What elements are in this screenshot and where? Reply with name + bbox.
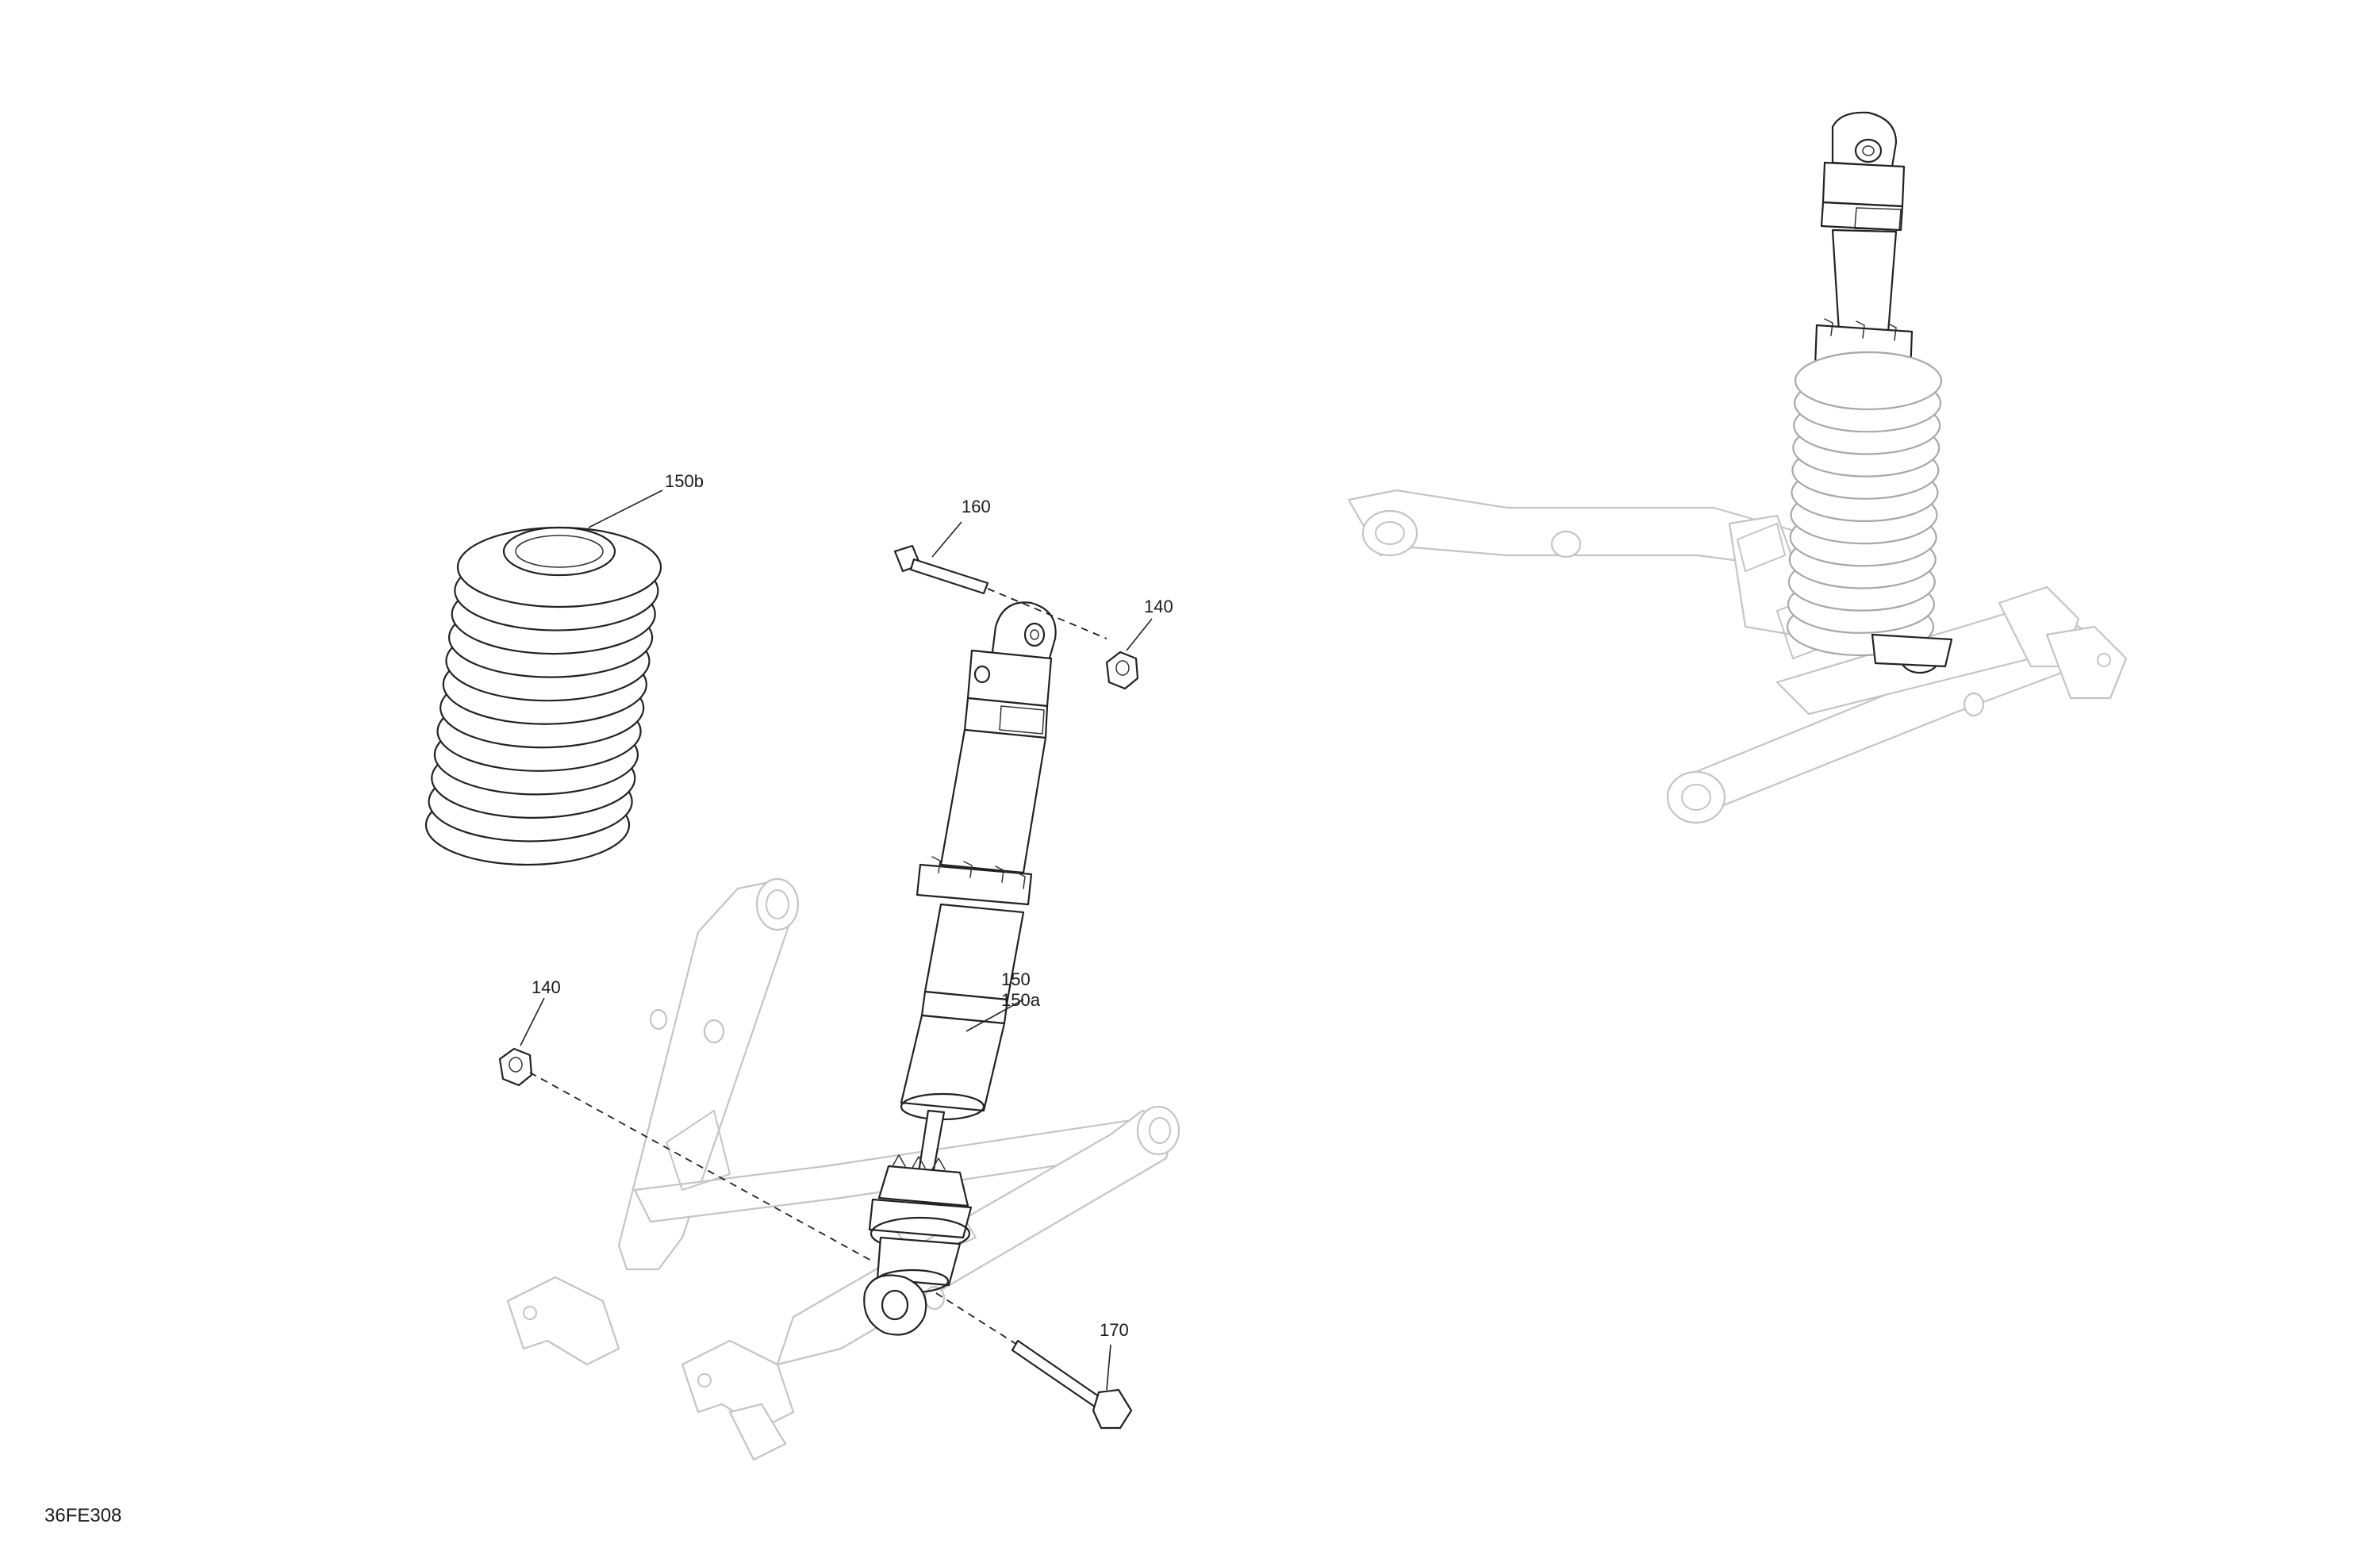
- label-shock-variant: 150a: [1001, 990, 1041, 1010]
- lower-a-arm-exploded: [506, 877, 1180, 1461]
- label-spring: 150b: [665, 471, 704, 491]
- callout-labels: 150b 160 140 140 150 150a 170: [532, 471, 1173, 1340]
- label-upper-nut: 140: [1144, 597, 1173, 616]
- spring-coil: [1794, 351, 1943, 411]
- leader-lines: [520, 489, 1153, 1391]
- document-code: 36FE308: [44, 1505, 121, 1526]
- lower-bolt: [935, 1292, 1133, 1430]
- upper-nut: [1105, 651, 1139, 690]
- label-upper-bolt: 160: [962, 497, 991, 516]
- lower-nut: [498, 1047, 873, 1262]
- coil-spring-exploded: [424, 526, 662, 866]
- label-lower-bolt: 170: [1100, 1320, 1129, 1340]
- label-lower-nut: 140: [532, 977, 561, 997]
- upper-bolt: [893, 544, 1107, 639]
- assembled-view: [1347, 111, 2128, 824]
- shock-absorber-exploded: SHOX: [863, 601, 1057, 1336]
- lower-a-arm-assembled: [1347, 489, 2128, 824]
- label-shock: 150: [1001, 969, 1031, 989]
- brand-marking: SHOX: [1005, 715, 1042, 731]
